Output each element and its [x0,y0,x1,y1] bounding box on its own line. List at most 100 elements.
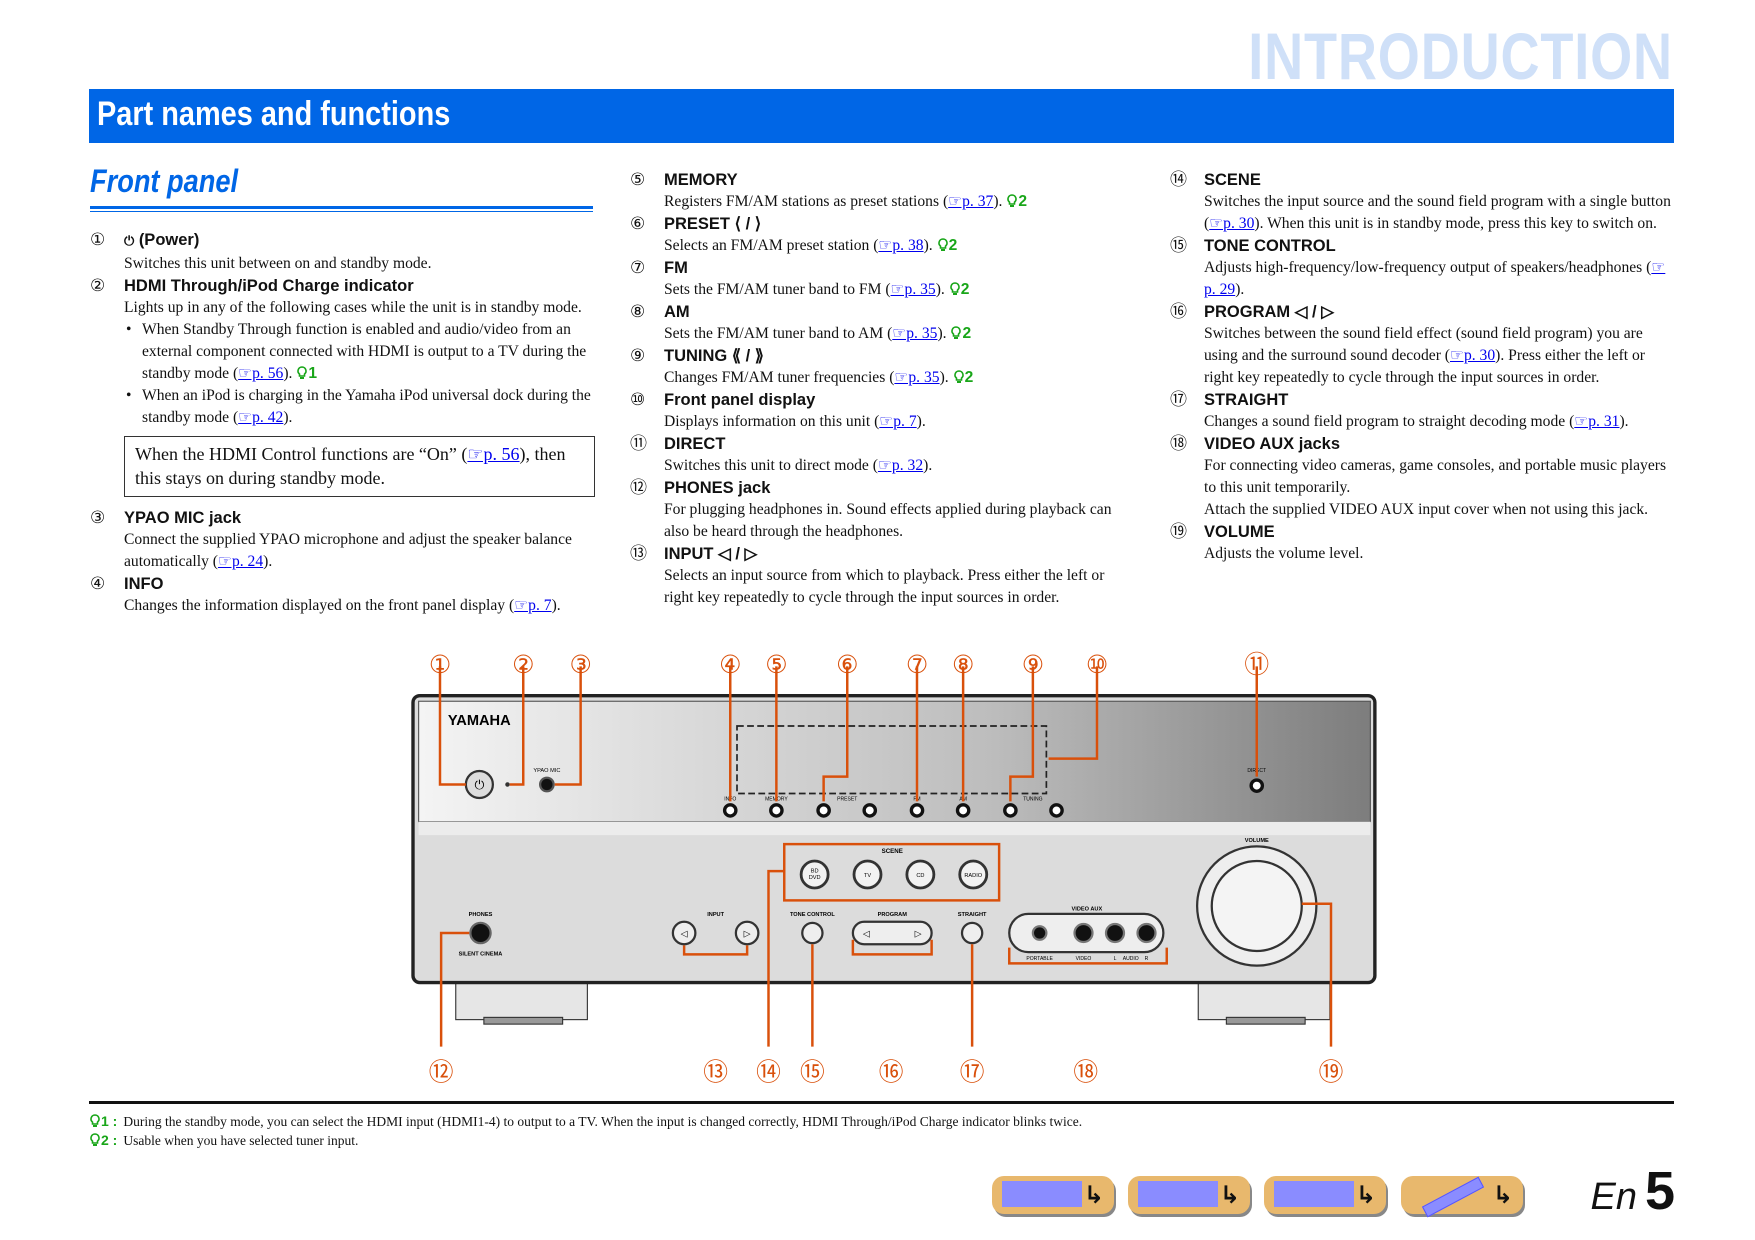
part-item: ⑰ STRAIGHT Changes a sound field program t… [1170,389,1675,433]
part-number: ⑨ [630,346,646,366]
part-number: ⑩ [630,390,646,410]
preset-label: PRESET [837,796,857,802]
part-number: ⑦ [630,258,646,278]
page-link[interactable]: ☞p. 30 [1449,347,1496,364]
part-number: ⑫ [630,478,647,498]
part-title: PROGRAM ◁ / ▷ [1204,303,1334,321]
nav-front-display-button[interactable]: ↳ [1264,1176,1386,1214]
tip-icon: 2 [953,369,973,386]
part-description: Lights up in any of the following cases … [124,299,582,316]
callout-number: ③ [570,652,592,679]
footnote-2: 2 :Usable when you have selected tuner i… [89,1131,358,1150]
input-label: INPUT [707,912,724,918]
part-number: ⑪ [630,434,647,454]
part-title: VIDEO AUX jacks [1204,435,1341,453]
page-link[interactable]: ☞p. 31 [1574,413,1620,430]
part-title: Front panel display [664,391,816,409]
front-panel-display [736,725,1048,795]
footnote-1: 1 :During the standby mode, you can sele… [89,1112,1082,1131]
page-link[interactable]: ☞p. 29 [1204,259,1666,298]
page-link[interactable]: ☞p. 56 [467,444,520,464]
svg-text:▷: ▷ [744,928,751,938]
part-description: Adjusts high-frequency/low-frequency out… [1204,259,1666,298]
tip-icon: 2 : [89,1132,117,1148]
part-number: ⑱ [1170,434,1187,454]
input-right-button [734,920,760,946]
callout-number: ⑫ [429,1058,454,1086]
page-link[interactable]: ☞p. 30 [1209,215,1255,232]
tip-icon: 2 [950,325,971,342]
part-item: ①⏻ (Power)Switches this unit between on … [90,229,595,275]
ypao-mic-label: YPAO MIC [533,768,560,774]
part-description: Attach the supplied VIDEO AUX input cove… [1204,501,1649,518]
part-description: Switches this unit between on and standb… [124,255,432,272]
page-link[interactable]: ☞p. 7 [514,597,552,614]
page-link[interactable]: ☞p. 56 [238,365,284,382]
part-title: INFO [124,575,164,593]
program-label: PROGRAM [878,912,908,918]
page-link[interactable]: ☞p. 7 [879,413,917,430]
page-link[interactable]: ☞p. 38 [878,237,924,254]
nav-remote-control-button[interactable]: ↳ [1401,1176,1523,1218]
callout-number: ⑨ [1022,652,1044,679]
part-description: Changes a sound field program to straigh… [1204,413,1629,430]
callout-number: ④ [719,652,741,679]
page-link[interactable]: ☞p. 24 [217,553,264,570]
portable-label: PORTABLE [1026,956,1053,962]
page-link[interactable]: ☞p. 35 [892,325,938,342]
part-title: INPUT ◁ / ▷ [664,545,758,563]
part-description: For connecting video cameras, game conso… [1204,457,1667,496]
nav-rear-panel-button[interactable]: ↳ [1128,1176,1250,1214]
part-description: Registers FM/AM stations as preset stati… [664,193,1027,210]
power-icon: ⏻ [124,234,139,249]
tuning-label: TUNING [1023,796,1042,802]
straight-label: STRAIGHT [958,912,987,918]
footnote-divider [89,1101,1674,1104]
part-number: ③ [90,508,106,528]
callout-number: ⑮ [800,1058,825,1086]
tip-icon: 1 : [89,1113,117,1129]
page-link[interactable]: ☞p. 37 [948,193,994,210]
front-panel-icon [1002,1181,1082,1207]
scene-label: SCENE [882,848,903,855]
front-display-icon [1274,1181,1354,1207]
svg-text:⏻: ⏻ [474,778,484,792]
volume-label: VOLUME [1245,838,1269,844]
part-number: ⑬ [630,544,647,564]
callout-number: ⑯ [879,1058,904,1086]
part-description: Changes FM/AM tuner frequencies (☞p. 35)… [664,369,974,386]
callout-number: ⑤ [765,652,787,679]
tip-icon: 2 [949,281,969,298]
callout-number: ⑰ [960,1058,985,1086]
part-title: STRAIGHT [1204,391,1289,409]
arrow-icon: ↳ [1219,1181,1240,1209]
part-number: ⑲ [1170,522,1187,542]
callout-number: ⑪ [1244,651,1269,679]
page-link[interactable]: ☞p. 35 [894,369,940,386]
part-number: ⑰ [1170,390,1187,410]
part-description: Adjusts the volume level. [1204,545,1364,562]
page-link[interactable]: ☞p. 42 [238,409,284,426]
part-title: PHONES jack [664,479,771,497]
part-number: ⑯ [1170,302,1187,322]
page-link[interactable]: ☞p. 35 [890,281,936,298]
nav-front-panel-button[interactable]: ↳ [992,1176,1114,1214]
page-link[interactable]: ☞p. 32 [877,457,924,474]
column-1: ①⏻ (Power)Switches this unit between on … [90,229,595,617]
phones-jack [469,921,492,945]
